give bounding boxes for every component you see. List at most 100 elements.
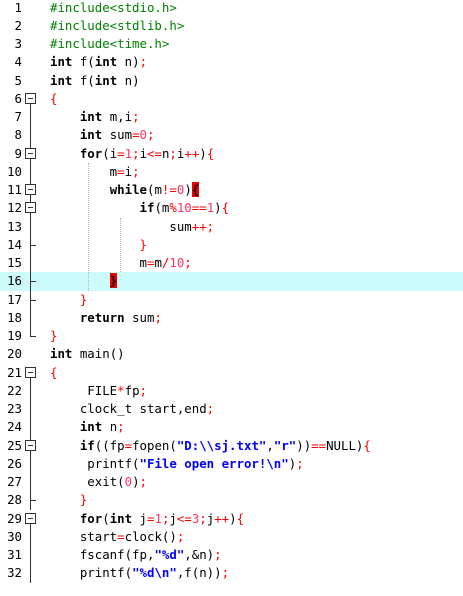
code-line[interactable]: 32 printf("%d\n",f(n));: [0, 564, 463, 583]
code-token: j: [132, 510, 148, 526]
code-text[interactable]: printf("%d\n",f(n));: [50, 564, 229, 582]
code-text[interactable]: int n;: [50, 418, 125, 436]
code-text[interactable]: }: [50, 491, 87, 509]
fold-end-marker: [25, 272, 37, 291]
code-line[interactable]: 17 }: [0, 290, 463, 309]
code-text[interactable]: for(int j=1;j<=3;j++){: [50, 510, 244, 528]
code-text[interactable]: return sum;: [50, 309, 162, 327]
line-number: 29: [7, 510, 22, 526]
code-text[interactable]: int f(int n): [50, 72, 140, 90]
code-text[interactable]: #include<time.h>: [50, 35, 169, 53]
code-text[interactable]: }: [50, 236, 147, 254]
code-line[interactable]: 21{: [0, 364, 463, 382]
code-token: ,&n): [184, 547, 215, 562]
code-text[interactable]: if((fp=fopen("D:\\sj.txt","r"))==NULL){: [50, 437, 371, 455]
code-text[interactable]: sum++;: [50, 218, 214, 236]
code-text[interactable]: {: [50, 90, 57, 108]
fold-guide-line: [25, 108, 37, 127]
code-line[interactable]: 22 FILE*fp;: [0, 381, 463, 400]
code-line[interactable]: 11 while(m!=0){: [0, 181, 463, 200]
current-line[interactable]: 16 }: [0, 272, 463, 291]
code-text[interactable]: start=clock();: [50, 528, 184, 546]
code-text[interactable]: fscanf(fp,"%d",&n);: [50, 546, 222, 564]
code-text[interactable]: while(m!=0){: [50, 181, 200, 199]
code-token: (i: [102, 145, 118, 161]
code-token: {: [236, 510, 245, 526]
code-line[interactable]: 14 }: [0, 235, 463, 254]
code-line[interactable]: 25 if((fp=fopen("D:\\sj.txt","r"))==NULL…: [0, 436, 463, 455]
line-number: 31: [7, 547, 22, 562]
code-line[interactable]: 18 return sum;: [0, 308, 463, 327]
code-line[interactable]: 28 }: [0, 491, 463, 510]
code-text[interactable]: printf("File open error!\n");: [50, 455, 303, 473]
fold-collapse-icon[interactable]: [25, 436, 37, 455]
code-line[interactable]: 1#include<stdio.h>: [0, 0, 463, 17]
code-line[interactable]: 24 int n;: [0, 418, 463, 437]
code-text[interactable]: exit(0);: [50, 473, 147, 491]
code-token: ): [199, 145, 207, 161]
code-line[interactable]: 12 if(m%10==1){: [0, 199, 463, 218]
code-text[interactable]: {: [50, 364, 57, 382]
code-line[interactable]: 2#include<stdlib.h>: [0, 17, 463, 35]
code-text[interactable]: m=m/10;: [50, 254, 192, 272]
fold-collapse-icon[interactable]: [25, 364, 37, 382]
code-line[interactable]: 8 int sum=0;: [0, 126, 463, 145]
code-text[interactable]: clock_t start,end;: [50, 400, 214, 418]
code-token: 1: [124, 145, 133, 161]
code-token: #include<time.h>: [50, 36, 170, 51]
code-line[interactable]: 6{: [0, 90, 463, 108]
code-line[interactable]: 7 int m,i;: [0, 108, 463, 127]
code-token: int: [109, 510, 133, 526]
code-token: ): [214, 200, 222, 216]
code-token: sum: [124, 309, 155, 325]
fold-collapse-icon[interactable]: [25, 199, 37, 218]
fold-collapse-icon[interactable]: [25, 144, 37, 163]
code-text[interactable]: }: [50, 272, 118, 290]
code-text[interactable]: }: [50, 327, 57, 345]
fold-collapse-icon[interactable]: [25, 510, 37, 528]
line-number: 28: [7, 492, 22, 508]
code-text[interactable]: #include<stdio.h>: [50, 0, 177, 17]
code-token: int: [94, 72, 118, 88]
code-token: return: [79, 309, 125, 325]
code-text[interactable]: int m,i;: [50, 108, 140, 126]
code-line[interactable]: 30 start=clock();: [0, 527, 463, 546]
code-token: [50, 310, 80, 325]
code-line[interactable]: 10 m=i;: [0, 162, 463, 181]
code-token: clock(): [124, 528, 177, 544]
code-text[interactable]: #include<stdlib.h>: [50, 17, 184, 35]
code-text[interactable]: }: [50, 291, 87, 309]
code-token: <=: [147, 145, 162, 161]
code-line[interactable]: 13 sum++;: [0, 217, 463, 236]
code-line[interactable]: 19}: [0, 327, 463, 345]
code-text[interactable]: int main(): [50, 345, 125, 363]
code-text[interactable]: m=i;: [50, 163, 140, 181]
code-line[interactable]: 31 fscanf(fp,"%d",&n);: [0, 546, 463, 565]
code-text[interactable]: int sum=0;: [50, 126, 155, 144]
code-text[interactable]: int f(int n);: [50, 53, 147, 71]
code-line[interactable]: 3#include<time.h>: [0, 35, 463, 53]
fold-collapse-icon[interactable]: [25, 90, 37, 108]
fold-guide-line: [25, 564, 37, 583]
code-token: ): [288, 455, 297, 471]
code-text[interactable]: for(i=1;i<=n;i++){: [50, 145, 214, 163]
code-line[interactable]: 9 for(i=1;i<=n;i++){: [0, 144, 463, 163]
code-line[interactable]: 27 exit(0);: [0, 473, 463, 492]
code-token: j: [206, 510, 215, 526]
code-token: i: [139, 145, 148, 161]
code-line[interactable]: 26 printf("File open error!\n");: [0, 454, 463, 473]
code-line[interactable]: 29 for(int j=1;j<=3;j++){: [0, 510, 463, 528]
code-line[interactable]: 15 m=m/10;: [0, 254, 463, 273]
code-text[interactable]: if(m%10==1){: [50, 199, 230, 217]
fold-guide-line: [25, 418, 37, 437]
code-line[interactable]: 23 clock_t start,end;: [0, 400, 463, 419]
code-text[interactable]: FILE*fp;: [50, 382, 147, 400]
fold-collapse-icon[interactable]: [25, 181, 37, 200]
line-number: 14: [7, 236, 22, 252]
line-number: 11: [7, 182, 22, 197]
code-token: }: [79, 291, 88, 307]
